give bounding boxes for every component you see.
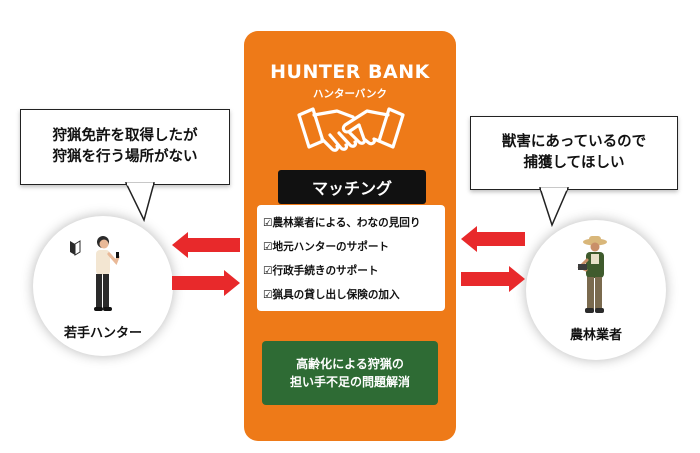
goal-line-1: 高齢化による狩猟の [296,357,404,371]
young-hunter-label: 若手ハンター [63,326,142,341]
brand-title: HUNTER BANK [270,61,430,83]
checklist-item: ☑地元ハンターのサポート [263,241,390,253]
handshake-icon [297,107,405,152]
left-bubble-line-2: 狩猟を行う場所がない [52,149,198,165]
support-checklist: ☑農林業者による、わなの見回り ☑地元ハンターのサポート ☑行政手続きのサポート… [257,205,445,311]
left-bubble-line-1: 狩猟免許を取得したが [52,128,198,144]
brand-subtitle: ハンターバンク [313,88,387,100]
checklist-item: ☑農林業者による、わなの見回り [263,217,421,229]
checklist-item: ☑行政手続きのサポート [263,265,379,277]
farmer-label: 農林業者 [569,328,622,343]
right-bubble-tail [538,187,570,227]
arrow-from-hunter-icon [172,270,240,296]
left-speech-bubble: 狩猟免許を取得したが 狩猟を行う場所がない [20,109,230,185]
arrow-to-farmer-icon [461,266,525,292]
arrow-from-farmer-icon [461,226,525,252]
beginner-mark-icon [70,240,81,256]
checklist-item: ☑猟具の貸し出し保険の加入 [263,289,400,301]
goal-box: 高齢化による狩猟の 担い手不足の問題解消 [262,341,438,405]
young-hunter-figure-icon [94,236,120,311]
left-bubble-tail [124,182,155,222]
young-hunter-circle: 若手ハンター [33,216,173,356]
farmer-figure-icon [577,236,607,313]
right-bubble-line-1: 獣害にあっているので [501,134,647,150]
right-speech-bubble: 獣害にあっているので 捕獲してほしい [470,116,678,190]
farmer-circle: 農林業者 [526,220,666,360]
goal-line-2: 担い手不足の問題解消 [289,375,410,389]
matching-label: マッチング [278,170,426,204]
right-bubble-line-2: 捕獲してほしい [523,155,625,171]
arrow-to-hunter-icon [172,232,240,258]
